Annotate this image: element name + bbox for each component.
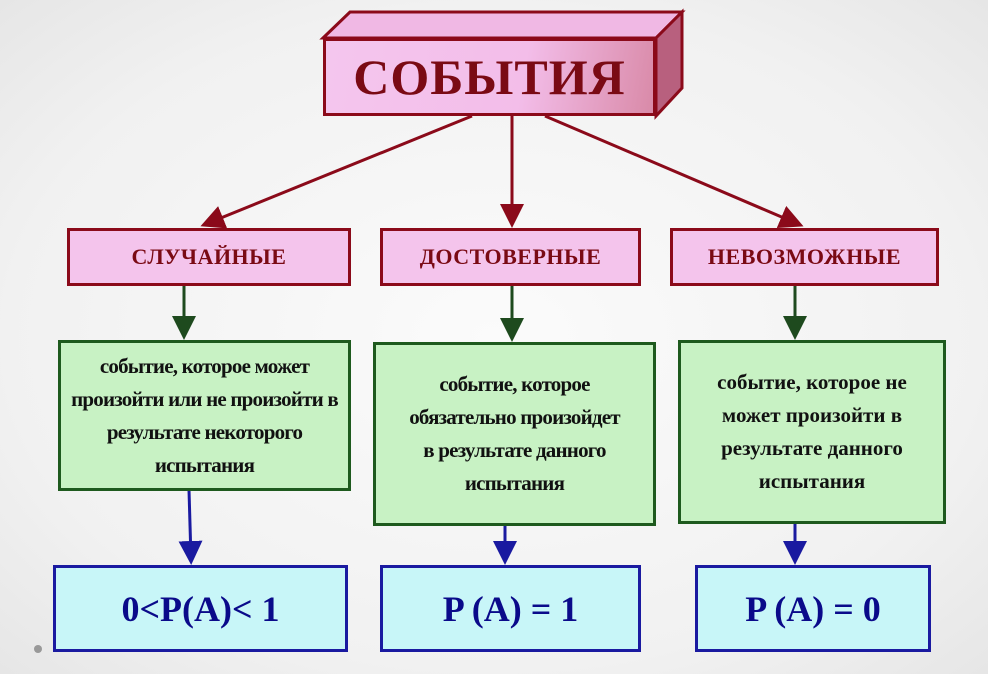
definition-impossible: событие, которое не может произойти в ре… (678, 340, 946, 524)
definition-random: событие, которое может произойти или не … (58, 340, 351, 491)
definition-text: событие, которое может произойти или не … (71, 353, 339, 477)
title-block-side (654, 8, 684, 120)
category-label: НЕВОЗМОЖНЫЕ (707, 244, 902, 269)
slide-indicator-dot (34, 645, 42, 653)
probability-text: P (A) = 0 (745, 588, 881, 629)
category-certain: ДОСТОВЕРНЫЕ (380, 228, 641, 286)
category-random: СЛУЧАЙНЫЕ (67, 228, 351, 286)
arrow-blue-1 (178, 489, 203, 565)
title-text: СОБЫТИЯ (353, 49, 626, 105)
definition-text: событие, которое обязательно произойдет … (409, 372, 620, 495)
probability-certain: P (A) = 1 (380, 565, 641, 652)
probability-impossible: P (A) = 0 (695, 565, 931, 652)
category-label: СЛУЧАЙНЫЕ (131, 244, 287, 269)
probability-text: 0<P(A)< 1 (121, 588, 280, 629)
category-label: ДОСТОВЕРНЫЕ (419, 244, 602, 269)
definition-certain: событие, которое обязательно произойдет … (373, 342, 656, 526)
category-impossible: НЕВОЗМОЖНЫЕ (670, 228, 939, 286)
probability-text: P (A) = 1 (442, 588, 579, 629)
title-block-top (319, 10, 686, 40)
definition-text: событие, которое не может произойти в ре… (717, 370, 907, 493)
arrow-to-random (200, 114, 473, 229)
title-block: СОБЫТИЯ (323, 38, 656, 116)
arrow-to-impossible (544, 114, 804, 228)
probability-random: 0<P(A)< 1 (53, 565, 348, 652)
